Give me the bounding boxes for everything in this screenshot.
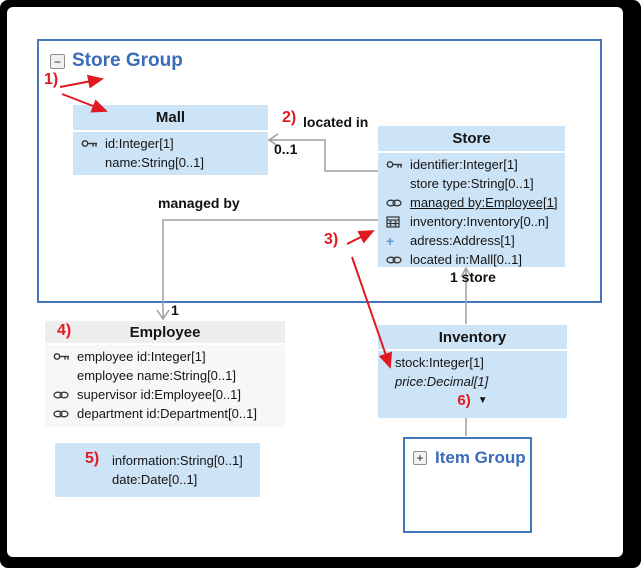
edge-multiplicity-0-1: 0..1 [274,141,298,157]
class-inventory-title: Inventory [438,328,507,346]
attribute-row[interactable]: price:Decimal[1] [378,372,567,391]
diagram-canvas[interactable]: − Store Group Mall id:Integer[1] name:St… [7,7,623,557]
item-group-container[interactable]: + Item Group [403,437,532,533]
class-mall-title: Mall [155,109,186,126]
attribute-text: date:Date[0..1] [112,472,198,487]
class-mall-header[interactable]: Mall [73,105,268,130]
attribute-text: identifier:Integer[1] [410,157,518,172]
class-inventory[interactable]: Inventory stock:Integer[1] price:Decimal… [378,325,567,418]
annotation-5: 5) [85,450,100,467]
expand-glyph: + [416,451,424,465]
plus-icon: + [386,232,395,249]
attribute-row[interactable]: employee id:Integer[1] [45,347,285,366]
dropdown-row[interactable]: 6) ▼ [378,391,567,410]
table-icon [386,215,410,228]
link-icon [53,409,77,419]
attribute-row[interactable]: managed by:Employee[1] [378,193,565,212]
attribute-text: employee id:Integer[1] [77,349,206,364]
attribute-row[interactable]: department id:Department[0..1] [45,404,285,423]
edge-label-1-store: 1 store [450,269,496,285]
attribute-row[interactable]: employee name:String[0..1] [45,366,285,385]
attribute-text: adress:Address[1] [410,233,515,248]
collapse-icon[interactable]: − [50,54,65,69]
edge-label-located-in: located in [303,114,369,130]
link-icon [53,390,77,400]
attribute-row[interactable]: id:Integer[1] [73,134,268,153]
annotation-2: 2) [282,109,297,126]
attribute-row[interactable]: stock:Integer[1] [378,353,567,372]
attribute-text: information:String[0..1] [112,453,243,468]
attribute-row[interactable]: supervisor id:Employee[0..1] [45,385,285,404]
key-icon [386,159,410,170]
attribute-text: inventory:Inventory[0..n] [410,214,549,229]
attribute-text: employee name:String[0..1] [77,368,236,383]
key-icon [53,351,77,362]
attribute-row[interactable]: inventory:Inventory[0..n] [378,212,565,231]
annotation-3: 3) [324,231,339,248]
class-store[interactable]: Store identifier:Integer[1] store type:S… [378,126,565,267]
attribute-text: located in:Mall[0..1] [410,252,523,267]
expand-icon[interactable]: + [413,451,427,465]
class-inventory-header[interactable]: Inventory [378,325,567,349]
class-store-header[interactable]: Store [378,126,565,151]
attribute-text: price:Decimal[1] [395,374,489,389]
class-employee[interactable]: 4) Employee employee id:Integer[1] emplo… [45,321,285,427]
attribute-text: department id:Department[0..1] [77,406,257,421]
link-icon [386,198,410,208]
attribute-row[interactable]: identifier:Integer[1] [378,155,565,174]
attribute-text: store type:String[0..1] [410,176,534,191]
note-box[interactable]: 5) information:String[0..1] date:Date[0.… [55,443,260,497]
class-employee-title: Employee [129,323,201,341]
attribute-row[interactable]: located in:Mall[0..1] [378,250,565,269]
attribute-row[interactable]: information:String[0..1] [55,451,260,470]
chevron-down-icon[interactable]: ▼ [477,395,488,406]
edge-label-managed-by: managed by [158,195,240,211]
attribute-text: managed by:Employee[1] [410,195,558,210]
class-employee-header[interactable]: 4) Employee [45,321,285,343]
attribute-row[interactable]: + adress:Address[1] [378,231,565,250]
collapse-glyph: − [53,54,61,69]
annotation-4: 4) [57,322,72,339]
edge-multiplicity-1: 1 [171,302,179,318]
attribute-row[interactable]: name:String[0..1] [73,153,268,172]
attribute-text: name:String[0..1] [105,155,204,170]
class-mall[interactable]: Mall id:Integer[1] name:String[0..1] [73,105,268,175]
class-store-title: Store [452,130,491,147]
annotation-1: 1) [44,71,59,88]
item-group-title: Item Group [435,448,526,467]
attribute-row[interactable]: store type:String[0..1] [378,174,565,193]
open-arrowhead-down [156,309,170,321]
attribute-row[interactable]: date:Date[0..1] [55,470,260,489]
attribute-text: stock:Integer[1] [395,355,484,370]
link-icon [386,255,410,265]
key-icon [81,138,105,149]
attribute-text: supervisor id:Employee[0..1] [77,387,242,402]
annotation-6: 6) [457,392,471,409]
store-group-title: Store Group [72,50,183,71]
attribute-text: id:Integer[1] [105,136,174,151]
